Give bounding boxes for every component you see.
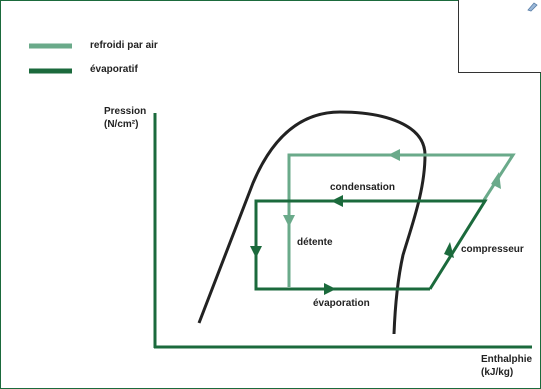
evap-arrow-evaporation: [324, 283, 336, 295]
label-condensation: condensation: [330, 182, 395, 193]
label-compresseur: compresseur: [461, 244, 524, 255]
label-evaporation: évaporation: [313, 298, 370, 309]
label-detente: détente: [297, 237, 333, 248]
evap-arrow-condensation: [331, 195, 343, 207]
air-arrow-expansion: [283, 215, 295, 227]
evap-arrow-compression: [444, 242, 454, 258]
evap-arrow-expansion: [250, 246, 262, 258]
legend-label-evap: évaporatif: [90, 64, 138, 75]
pen-icon: [527, 2, 538, 12]
y-axis-label: Pression: [104, 106, 146, 117]
corner-panel: [458, 0, 541, 73]
legend-label-air: refroidi par air: [90, 40, 158, 51]
saturation-dome: [197, 110, 427, 335]
air-arrow-condensation: [388, 149, 400, 161]
evaporative-cycle: [254, 199, 488, 291]
x-axis-unit: (kJ/kg): [481, 367, 513, 378]
air-arrow-compression: [491, 172, 501, 189]
x-axis-label: Enthalphie: [481, 354, 533, 365]
y-axis-unit: (N/cm²): [104, 119, 138, 130]
